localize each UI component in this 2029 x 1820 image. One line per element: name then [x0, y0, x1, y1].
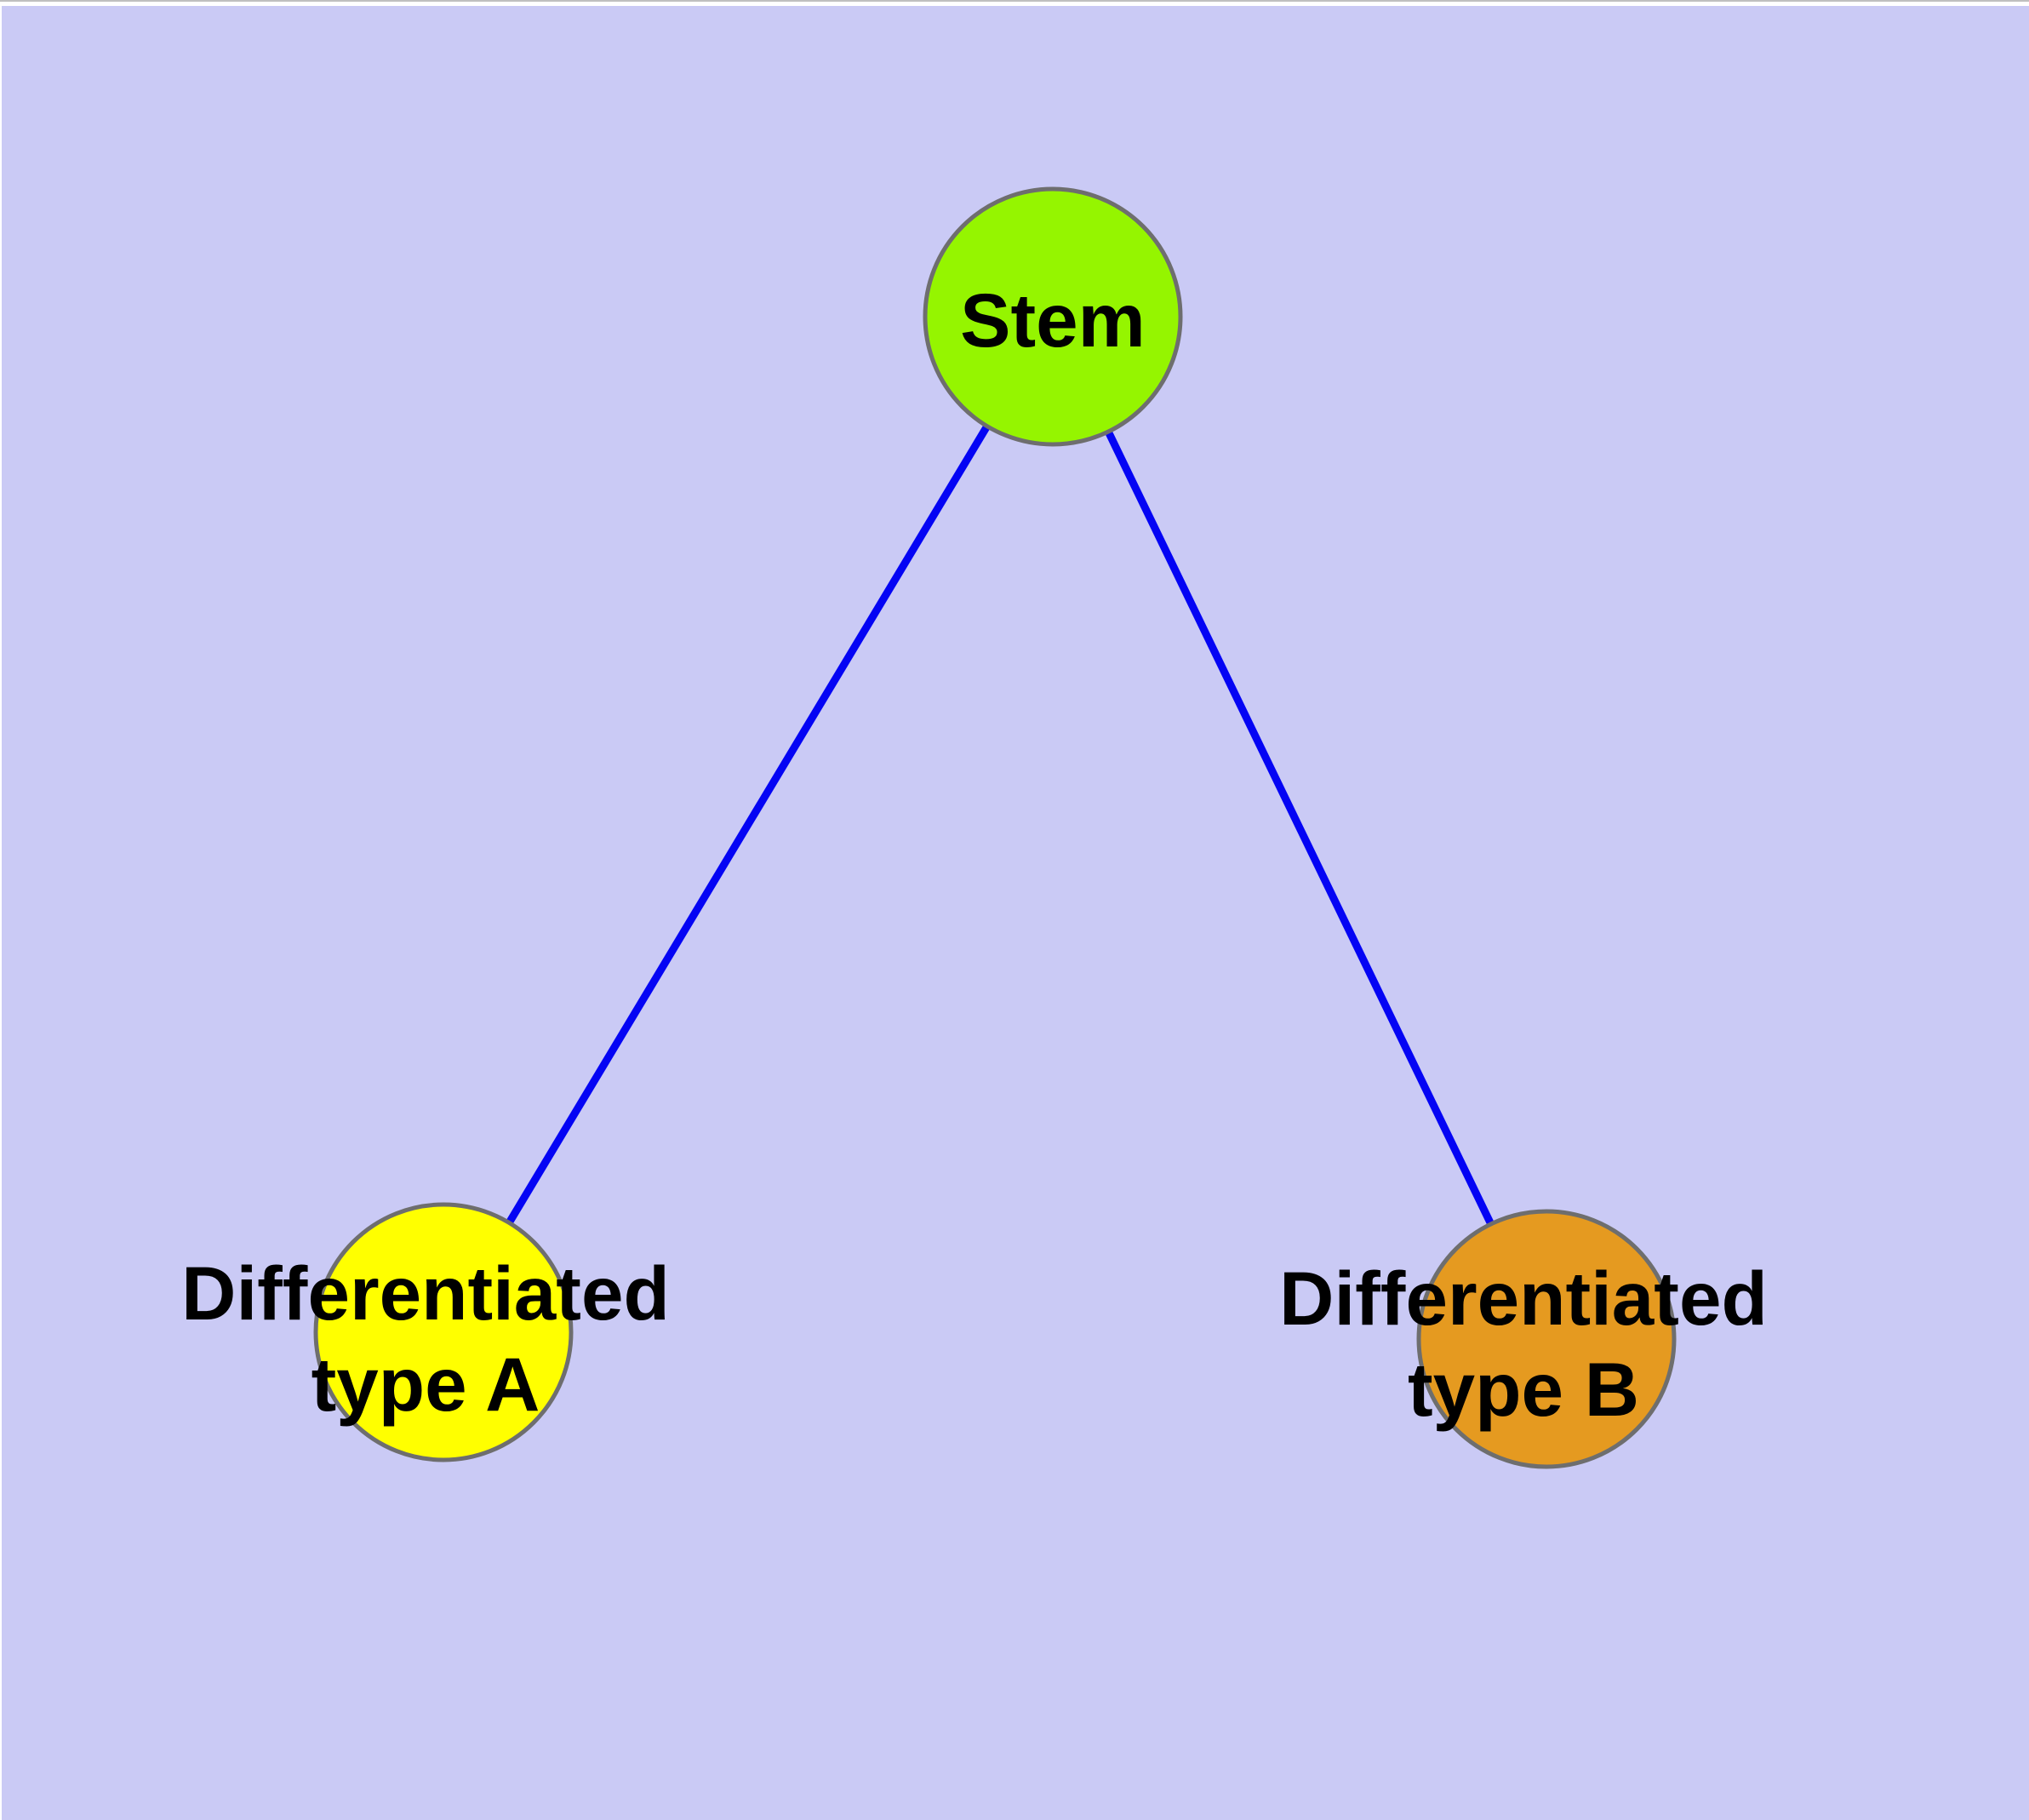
edge-stem-to-type-b	[1049, 315, 1551, 1341]
top-hairline	[0, 0, 2029, 2]
node-type-a-label-line2: type A	[311, 1342, 540, 1427]
node-type-a	[313, 1202, 574, 1462]
node-type-b-label-line1: Differentiated	[1279, 1256, 1768, 1341]
node-stem	[923, 186, 1183, 447]
node-type-b-label-line2: type B	[1408, 1347, 1639, 1432]
node-stem-label: Stem	[960, 278, 1146, 363]
node-type-b	[1416, 1209, 1677, 1469]
node-type-a-label-line1: Differentiated	[181, 1251, 670, 1336]
edge-stem-to-type-a	[440, 314, 1056, 1335]
